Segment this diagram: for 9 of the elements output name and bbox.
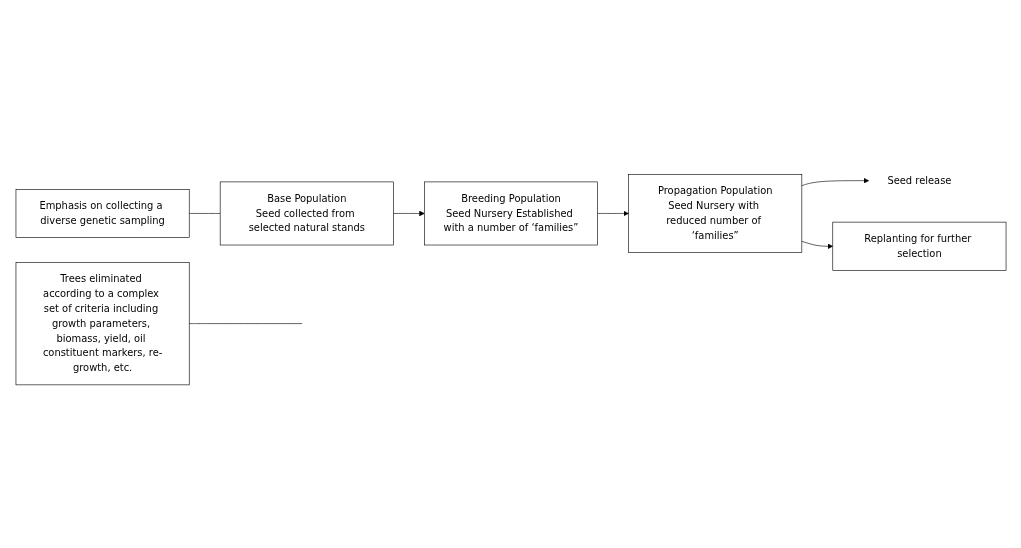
node-text: Seed release [886,174,951,186]
node-box: Emphasis on collecting a diverse genetic sampling [15,188,190,238]
node-box: Base Population Seed collected from selected natural stands [219,181,394,245]
node-box: Propagation Population Seed Nursery with reduced number of ‘families” [627,173,802,253]
node-box: Breeding Population Seed Nursery Established with a number of ‘families” [423,181,598,245]
connector [188,322,302,324]
node-box: Replanting for further selection [831,221,1006,271]
node-box: Trees eliminated according to a complex set of criteria including growth parameters, biomass, yield, oil constituent markers, re-growth, etc. [15,261,190,385]
connector [188,212,220,214]
